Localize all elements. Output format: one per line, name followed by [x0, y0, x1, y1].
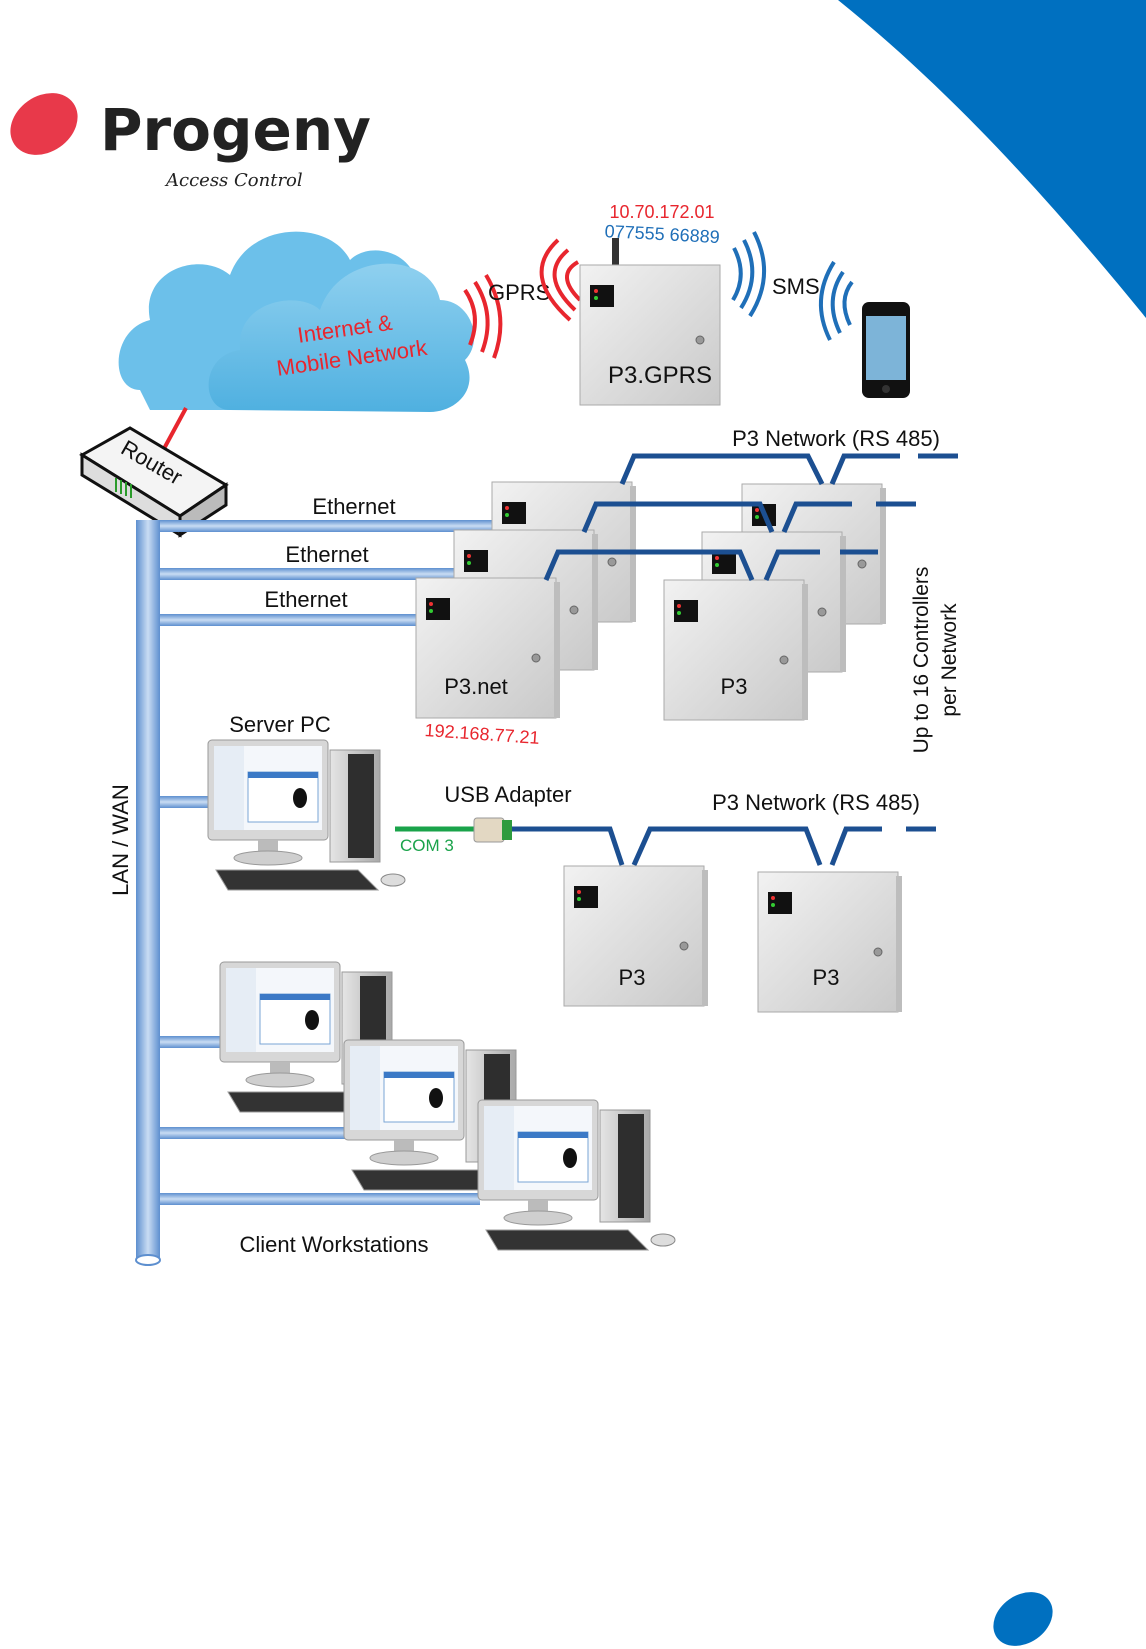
gprs-waves-right-icon [539, 238, 582, 322]
brand-name: Progeny [100, 96, 371, 164]
gprs-waves-left-icon [463, 273, 503, 359]
ethernet-label-2: Ethernet [285, 542, 368, 567]
cloud-icon [118, 231, 475, 412]
rs485-top-bus [543, 453, 958, 581]
rs485-bottom-bus [512, 826, 936, 867]
page-dot [993, 1592, 1053, 1646]
p3-stack-label: P3 [721, 674, 748, 699]
ethernet-label-1: Ethernet [312, 494, 395, 519]
logo-mark [10, 93, 78, 155]
bottom-p3-label-1: P3 [619, 965, 646, 990]
controllers-note-line2: per Network [938, 603, 961, 717]
gprs-label: GPRS [488, 280, 550, 305]
usb-adapter-icon [473, 817, 512, 843]
p3net-ip: 192.168.77.21 [424, 720, 540, 748]
ethernet-pipe-3 [160, 614, 420, 626]
p3-controller-3 [663, 579, 809, 721]
client-workstation-3 [477, 1099, 676, 1251]
router-icon [79, 426, 229, 538]
mobile-phone-icon [862, 302, 910, 398]
server-pc-label: Server PC [229, 712, 331, 737]
server-pc-icon [207, 739, 406, 891]
bottom-p3-label-2: P3 [813, 965, 840, 990]
ethernet-pipe-2 [160, 568, 460, 580]
gprs-controller [579, 238, 721, 406]
controllers-note-line1: Up to 16 Controllers [910, 567, 933, 754]
gprs-phone-number: 077555 66889 [604, 221, 720, 247]
bottom-p3-controller-2 [757, 871, 903, 1013]
lan-wan-label: LAN / WAN [108, 784, 133, 896]
p3net-label: P3.net [444, 674, 508, 699]
client-workstations-label: Client Workstations [239, 1232, 428, 1257]
antenna-icon [612, 238, 619, 268]
server-lan-branch [160, 796, 210, 808]
usb-adapter-label: USB Adapter [444, 782, 571, 807]
brand-tagline: Access Control [164, 170, 303, 191]
sms-label: SMS [772, 274, 820, 299]
ethernet-label-3: Ethernet [264, 587, 347, 612]
client-lan-branch-3 [160, 1193, 480, 1205]
com-port-label: COM 3 [400, 836, 454, 855]
gprs-ip: 10.70.172.01 [609, 202, 714, 222]
sms-waves-left-icon [731, 231, 766, 318]
rs485-top-label: P3 Network (RS 485) [732, 426, 940, 451]
client-lan-branch-1 [160, 1036, 230, 1048]
ethernet-pipe-1 [160, 520, 500, 532]
corner-accent [838, 0, 1146, 318]
gprs-device-label: P3.GPRS [608, 362, 712, 389]
lan-pipe [136, 520, 160, 1260]
rs485-bottom-label: P3 Network (RS 485) [712, 790, 920, 815]
client-lan-branch-2 [160, 1127, 350, 1139]
sms-waves-right-icon [819, 260, 854, 341]
